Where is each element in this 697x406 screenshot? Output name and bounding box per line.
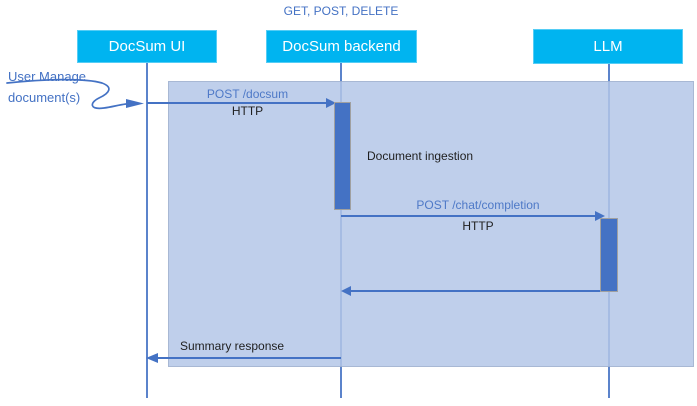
api-methods-label: GET, POST, DELETE [283,4,399,18]
arrowhead-right-icon [326,98,336,108]
lifeline-docsum-ui [146,62,148,398]
document-ingestion-label: Document ingestion [367,149,474,163]
user-action-note: User Manage document(s) [8,66,86,108]
actor-label-docsum-ui: DocSum UI [108,38,186,55]
activation-bar-llm [600,218,618,292]
actor-box-docsum-ui: DocSum UI [77,30,217,63]
arrowhead-left-icon [146,353,158,363]
message-arrow-post-docsum [147,102,327,104]
message-label-post-chat-completion: POST /chat/completion [416,198,540,212]
protocol-label-http-1: HTTP [231,104,264,118]
user-action-note-line2: document(s) [8,90,81,105]
user-action-note-line1: User Manage [8,69,87,84]
message-arrow-summary-response [157,357,341,359]
arrowhead-left-icon [341,286,351,296]
message-arrow-post-chat-completion [341,215,596,217]
arrowhead-right-icon [595,211,605,221]
actor-label-llm: LLM [593,38,623,55]
message-label-post-docsum: POST /docsum [206,87,289,101]
actor-box-llm: LLM [533,29,683,64]
actor-box-docsum-backend: DocSum backend [266,30,417,63]
message-arrow-llm-return [350,290,600,292]
actor-label-docsum-backend: DocSum backend [282,38,401,55]
squiggle-arrowhead-icon [126,99,144,108]
message-label-summary-response: Summary response [180,339,285,353]
activation-bar-docsum-backend [334,102,351,210]
protocol-label-http-2: HTTP [462,219,494,233]
